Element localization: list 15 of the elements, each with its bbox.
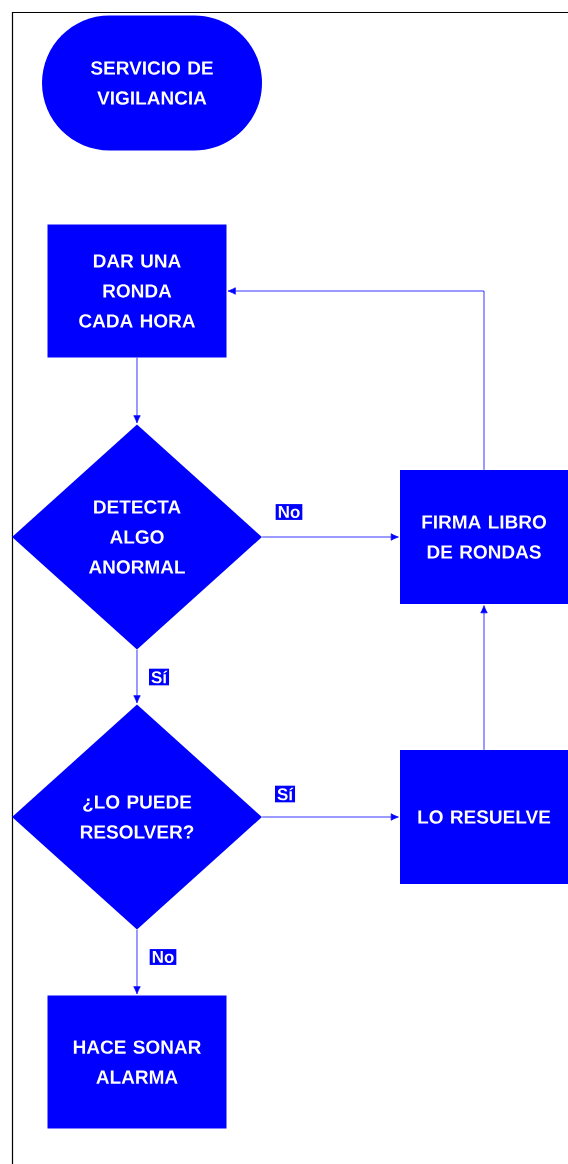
process-box: HACE SONAR ALARMA xyxy=(47,995,227,1129)
arrow xyxy=(261,813,399,821)
arrow xyxy=(480,605,488,751)
edge-label: Sí xyxy=(148,668,170,686)
arrow xyxy=(227,287,485,471)
process-box: DAR UNA RONDA CADA HORA xyxy=(47,224,227,358)
edge-label: No xyxy=(275,504,303,520)
process-box: FIRMA LIBRO DE RONDAS xyxy=(400,470,568,604)
arrow xyxy=(133,357,141,424)
process-box: LO RESUELVE xyxy=(400,750,568,884)
edge-label: No xyxy=(149,949,177,965)
arrow xyxy=(133,929,141,995)
arrow xyxy=(133,649,141,704)
edge-label: Sí xyxy=(274,785,296,803)
arrow xyxy=(261,533,399,541)
